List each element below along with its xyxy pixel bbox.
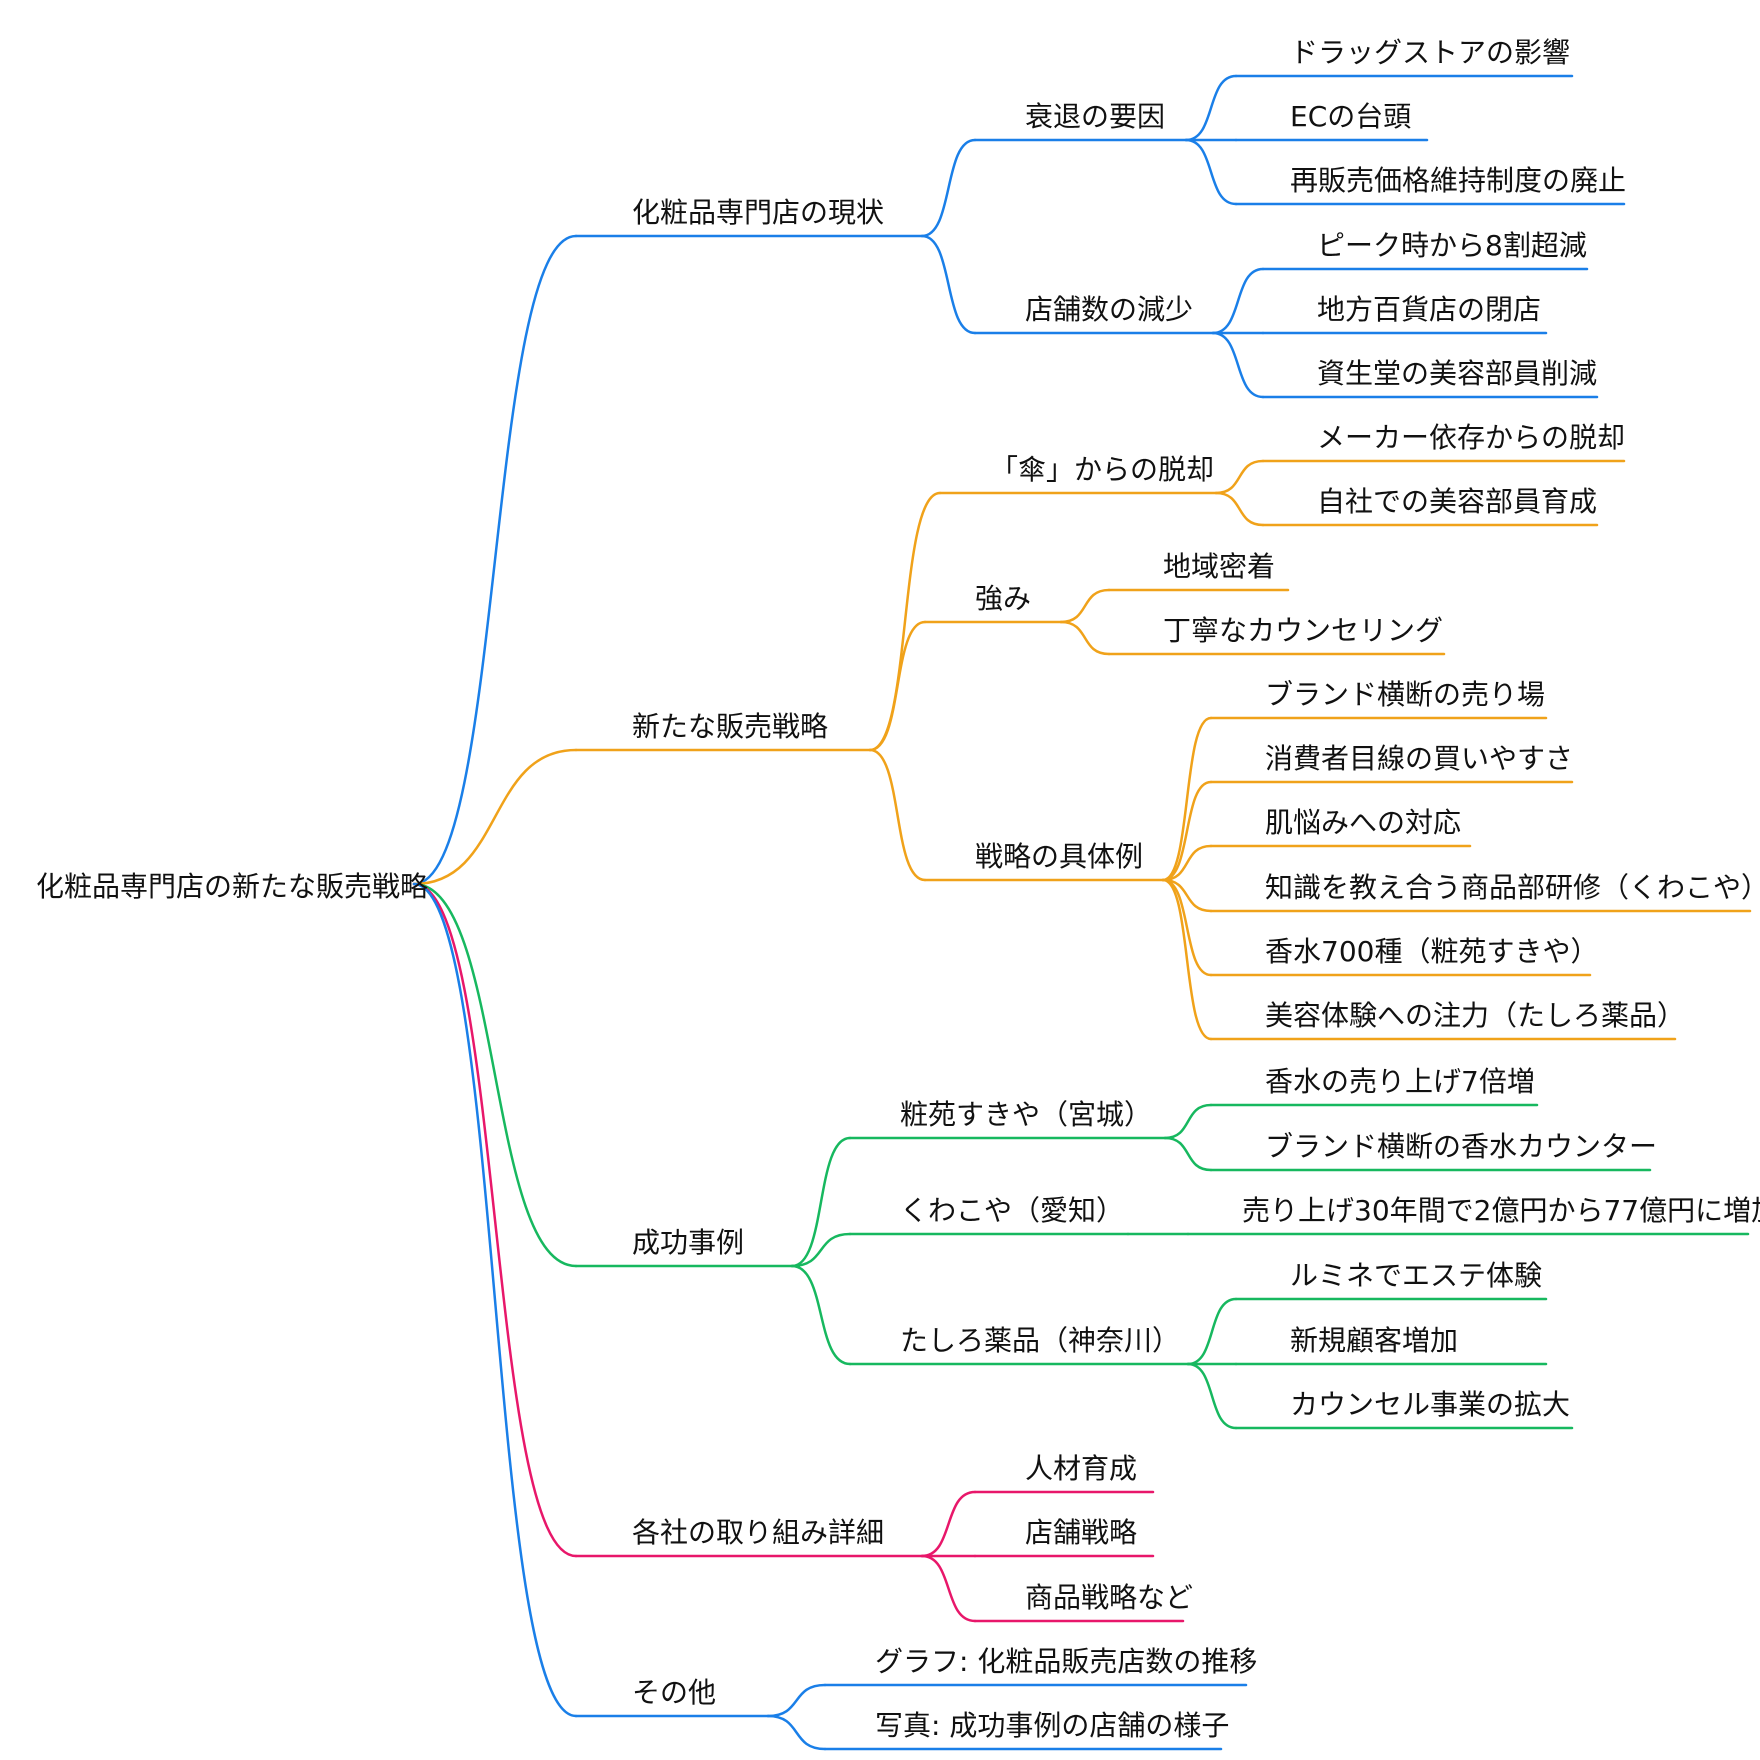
leaf-label: メーカー依存からの脱却 [1317, 421, 1625, 454]
subbranch-connector [920, 1554, 977, 1623]
subbranch-connector [766, 1714, 827, 1751]
subbranch-label: 強み [975, 582, 1031, 615]
subbranch-label: 戦略の具体例 [975, 840, 1143, 873]
subbranch-connector [920, 1490, 977, 1558]
subbranch-label: 店舗数の減少 [1025, 293, 1193, 326]
subbranch-label: 商品戦略など [1025, 1581, 1193, 1614]
leaf-connector [1184, 138, 1238, 206]
branch-connector [412, 882, 578, 1268]
leaf-connector [1214, 491, 1265, 527]
leaf-label: 香水700種（粧苑すきや） [1265, 935, 1598, 968]
subbranch-label: 「傘」からの脱却 [990, 453, 1214, 486]
leaf-label: 地方百貨店の閉店 [1317, 293, 1541, 326]
branch-connector [412, 882, 578, 1718]
subbranch-connector [790, 1136, 852, 1268]
root-node-label: 化粧品専門店の新たな販売戦略 [36, 870, 428, 903]
leaf-connector [1161, 878, 1213, 1041]
leaf-connector [1059, 620, 1111, 656]
leaf-connector [1161, 780, 1213, 882]
leaf-label: カウンセル事業の拡大 [1290, 1388, 1570, 1421]
branch-connector [412, 882, 578, 1558]
leaf-connector [1184, 74, 1238, 142]
branch-label: その他 [632, 1676, 716, 1709]
leaf-label: 丁寧なカウンセリング [1163, 614, 1443, 647]
leaf-connector [1214, 459, 1265, 495]
leaf-label: ECの台頭 [1290, 100, 1411, 133]
leaf-label: ブランド横断の香水カウンター [1265, 1130, 1657, 1163]
subbranch-connector [790, 1264, 852, 1366]
subbranch-label: グラフ: 化粧品販売店数の推移 [875, 1645, 1257, 1678]
subbranch-connector [868, 620, 927, 752]
subbranch-connector [868, 748, 927, 882]
branch-connector [412, 234, 578, 886]
leaf-label: 資生堂の美容部員削減 [1317, 357, 1597, 390]
leaf-label: 美容体験への注力（たしろ薬品） [1265, 999, 1685, 1032]
subbranch-label: 人材育成 [1025, 1452, 1137, 1485]
leaf-label: 売り上げ30年間で2億円から77億円に増加 [1242, 1194, 1760, 1227]
subbranch-label: 店舗戦略 [1025, 1516, 1137, 1549]
leaf-label: 再販売価格維持制度の廃止 [1290, 164, 1626, 197]
branch-label: 新たな販売戦略 [632, 710, 828, 743]
leaf-label: ピーク時から8割超減 [1317, 229, 1587, 262]
leaf-label: ルミネでエステ体験 [1290, 1259, 1542, 1292]
leaf-connector [1163, 1103, 1213, 1140]
leaf-connector [1161, 878, 1213, 913]
leaf-label: 地域密着 [1163, 550, 1275, 583]
leaf-connector [1161, 844, 1213, 882]
leaf-connector [1161, 716, 1213, 882]
leaf-label: 自社での美容部員育成 [1317, 485, 1597, 518]
subbranch-connector [920, 138, 977, 238]
subbranch-connector [790, 1232, 852, 1268]
branch-label: 各社の取り組み詳細 [632, 1516, 884, 1549]
leaf-connector [1163, 1136, 1213, 1172]
leaf-connector [1211, 267, 1265, 335]
subbranch-label: 衰退の要因 [1025, 100, 1165, 133]
subbranch-label: たしろ薬品（神奈川） [900, 1324, 1180, 1357]
leaf-label: 知識を教え合う商品部研修（くわこや） [1265, 871, 1760, 904]
branch-connector [412, 748, 578, 886]
leaf-label: ブランド横断の売り場 [1265, 678, 1545, 711]
leaf-label: 香水の売り上げ7倍増 [1265, 1065, 1535, 1098]
subbranch-label: 写真: 成功事例の店舗の様子 [875, 1709, 1229, 1742]
leaf-connector [1059, 588, 1111, 624]
leaf-label: ドラッグストアの影響 [1290, 36, 1570, 69]
leaf-label: 新規顧客増加 [1290, 1324, 1458, 1357]
subbranch-connector [920, 234, 977, 335]
subbranch-connector [766, 1683, 827, 1718]
leaf-connector [1211, 331, 1265, 399]
leaf-label: 消費者目線の買いやすさ [1265, 742, 1573, 775]
subbranch-label: くわこや（愛知） [900, 1194, 1124, 1227]
branch-label: 成功事例 [632, 1226, 744, 1259]
leaf-connector [1186, 1362, 1238, 1430]
leaf-connector [1186, 1297, 1238, 1366]
subbranch-label: 粧苑すきや（宮城） [900, 1098, 1152, 1131]
leaf-label: 肌悩みへの対応 [1265, 806, 1461, 839]
branch-label: 化粧品専門店の現状 [632, 196, 884, 229]
